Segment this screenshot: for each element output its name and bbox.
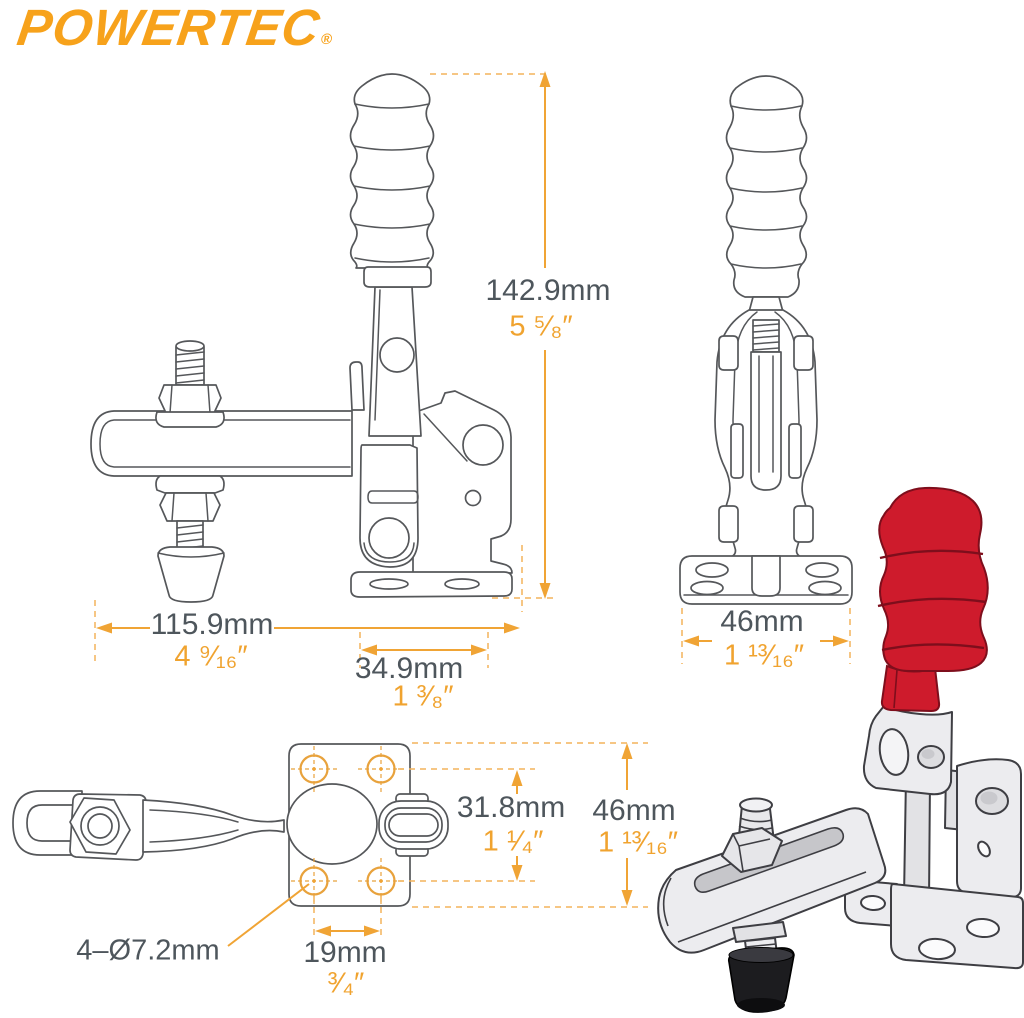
- product-render-3d: [657, 486, 1024, 1013]
- front-handle-grip: [349, 73, 435, 288]
- dim-side-base-metric: 46mm: [720, 605, 804, 638]
- front-spindle: [155, 340, 225, 603]
- top-dimension-lines: [227, 742, 648, 947]
- mounting-holes: [291, 746, 404, 904]
- dim-top-plate-metric: 46mm: [592, 794, 676, 827]
- side-view-drawing: [679, 75, 853, 605]
- front-dimension-lines: [94, 71, 557, 668]
- render-red-handle: [877, 486, 989, 713]
- dim-hole-callout: 4–Ø7.2mm: [76, 934, 220, 967]
- front-pivot-hole: [462, 424, 504, 466]
- dim-top-plate-imperial: 1 ¹³⁄₁₆″: [597, 826, 679, 859]
- dim-front-height-metric: 142.9mm: [485, 274, 611, 307]
- logo-text: POWERTEC: [13, 0, 324, 56]
- dim-top-vertical-imperial: 1 ¹⁄₄″: [482, 825, 544, 858]
- side-dimension-lines: [681, 608, 851, 664]
- top-view-drawing: [12, 743, 449, 907]
- front-rubber-tip: [157, 546, 225, 603]
- render-base-flange: [890, 883, 1024, 970]
- dim-front-width-metric: 115.9mm: [150, 608, 274, 641]
- dim-front-width-imperial: 4 ⁹⁄₁₆″: [174, 640, 248, 673]
- powertec-logo: POWERTEC ®: [13, 0, 337, 56]
- dim-top-horizontal-imperial: ³⁄₄″: [327, 967, 365, 1000]
- dim-front-base-imperial: 1 ³⁄₈″: [392, 680, 454, 713]
- registered-mark-icon: ®: [319, 31, 334, 48]
- dim-side-base-imperial: 1 ¹³⁄₁₆″: [723, 639, 805, 672]
- dim-front-height-imperial: 5 ⁵⁄₈″: [509, 310, 573, 343]
- front-view-drawing: [90, 73, 513, 603]
- dim-top-horizontal-metric: 19mm: [303, 936, 387, 969]
- dim-top-vertical-metric: 31.8mm: [456, 791, 566, 824]
- dim-front-base-metric: 34.9mm: [354, 652, 464, 685]
- front-clamp-arm: [90, 410, 353, 477]
